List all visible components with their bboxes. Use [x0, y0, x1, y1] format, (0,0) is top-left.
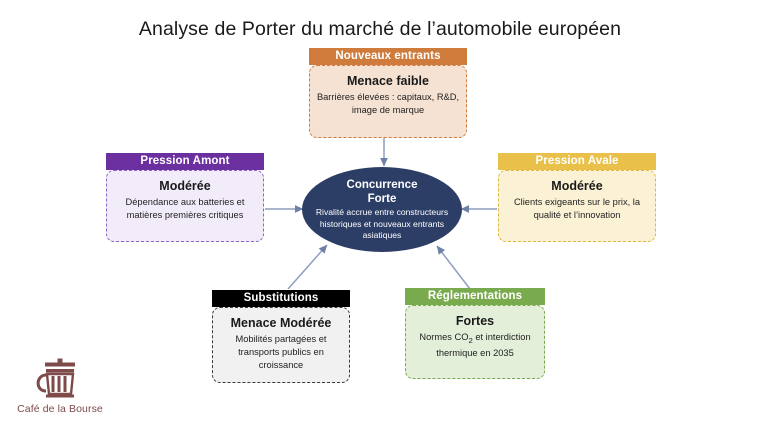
force-header-nouveaux-entrants: Nouveaux entrants: [309, 48, 467, 66]
force-header-substitutions: Substitutions: [212, 290, 350, 308]
force-body-pression-amont: Modérée Dépendance aux batteries et mati…: [106, 170, 264, 243]
force-description-reglementations-prefix: Normes CO: [419, 332, 469, 343]
force-node-reglementations[interactable]: Réglementations Fortes Normes CO2 et int…: [405, 288, 545, 380]
force-header-pression-avale: Pression Avale: [498, 153, 656, 171]
center-node-concurrence[interactable]: Concurrence Forte Rivalité accrue entre …: [302, 167, 462, 252]
force-node-pression-avale[interactable]: Pression Avale Modérée Clients exigeants…: [498, 153, 656, 243]
force-body-substitutions: Menace Modérée Mobilités partagées et tr…: [212, 307, 350, 384]
force-header-reglementations: Réglementations: [405, 288, 545, 306]
force-level-substitutions: Menace Modérée: [230, 316, 332, 331]
force-description-substitutions: Mobilités partagées et transports public…: [235, 334, 327, 371]
force-description-reglementations-suffix: et interdiction thermique en 2035: [436, 332, 531, 358]
center-node-title-line1: Concurrence: [346, 178, 418, 191]
force-level-pression-amont: Modérée: [159, 179, 211, 194]
coffee-cup-icon: [8, 358, 112, 402]
brand-logo: Café de la Bourse: [8, 358, 112, 415]
arrow-reglementations-to-center: [436, 245, 471, 290]
center-node-title: Concurrence Forte: [347, 178, 418, 207]
force-header-pression-amont: Pression Amont: [106, 153, 264, 171]
force-description-nouveaux-entrants: Barrières élevées : capitaux, R&D, image…: [316, 92, 460, 116]
center-node-title-line2: Forte: [367, 192, 397, 205]
force-description-pression-avale: Clients exigeants sur le prix, la qualit…: [513, 197, 641, 221]
force-level-nouveaux-entrants: Menace faible: [347, 74, 429, 89]
page-title: Analyse de Porter du marché de l’automob…: [138, 18, 622, 40]
force-level-reglementations: Fortes: [455, 314, 495, 329]
force-description-pression-amont: Dépendance aux batteries et matières pre…: [125, 197, 245, 221]
force-body-nouveaux-entrants: Menace faible Barrières élevées : capita…: [309, 65, 467, 139]
force-body-reglementations: Fortes Normes CO2 et interdiction thermi…: [405, 305, 545, 380]
center-node-description: Rivalité accrue entre constructeurs hist…: [315, 207, 449, 241]
force-node-pression-amont[interactable]: Pression Amont Modérée Dépendance aux ba…: [106, 153, 264, 243]
force-body-pression-avale: Modérée Clients exigeants sur le prix, l…: [498, 170, 656, 243]
force-description-reglementations: Normes CO2 et interdiction thermique en …: [412, 331, 538, 359]
arrow-substitutions-to-center: [287, 244, 328, 290]
force-node-substitutions[interactable]: Substitutions Menace Modérée Mobilités p…: [212, 290, 350, 384]
force-description-reglementations-subscript: 2: [468, 336, 473, 346]
coffee-cup-icon-svg: [36, 358, 75, 398]
force-node-nouveaux-entrants[interactable]: Nouveaux entrants Menace faible Barrière…: [309, 48, 467, 139]
brand-logo-text: Café de la Bourse: [17, 403, 103, 415]
force-level-pression-avale: Modérée: [551, 179, 603, 194]
